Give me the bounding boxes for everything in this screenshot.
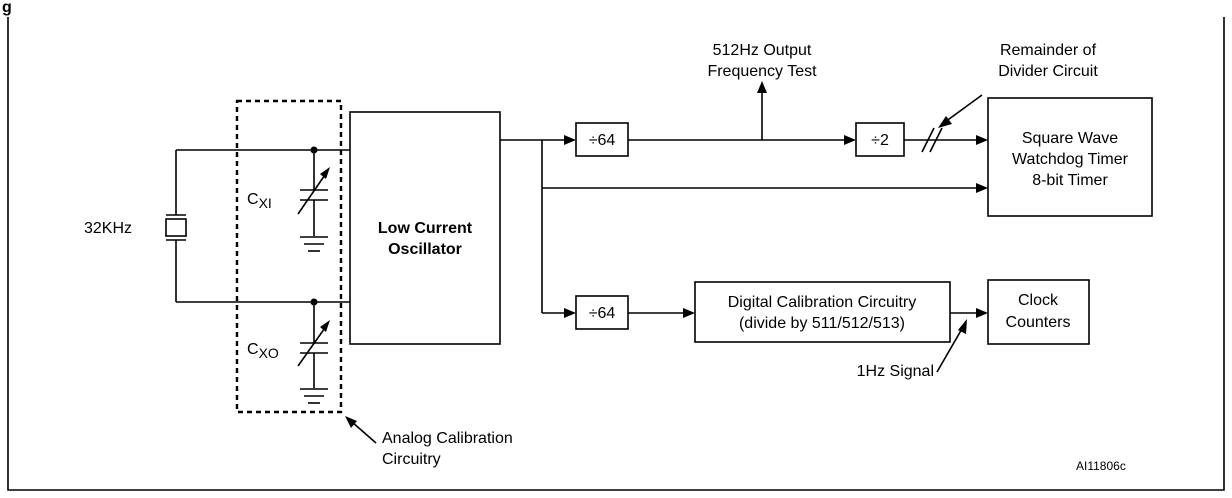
oscillator-label-line2: Oscillator [388,241,462,258]
divider-64-bottom-label: ÷64 [589,305,616,322]
square-wave-label-line3: 8-bit Timer [1032,172,1108,189]
arrow-clock-counters [976,308,988,318]
divider-64-top [575,122,629,157]
capacitor-cxo [297,302,330,388]
arrow-div64-bottom [564,308,576,318]
ground-icon-cxi [300,236,328,252]
figure-frame [7,17,1225,491]
oscillator-block [349,111,501,345]
arrow-remainder-head [938,116,952,128]
arrow-square-wave-top [976,135,988,145]
arrow-1hz-head [958,319,967,334]
figure-id: AI11806c [1076,459,1126,473]
oscillator-label-line1: Low Current [378,220,473,237]
arrow-remainder-line [944,94,983,123]
arrow-1hz-line [936,326,964,373]
arrow-div2 [844,135,856,145]
divider-2 [855,122,905,157]
digital-cal-label-line2: (divide by 511/512/513) [739,315,905,332]
figure-title-fragment: g [2,0,12,16]
cap-xo-label: CXO [247,341,279,361]
ground-icon-cxo [300,388,328,404]
clock-counters-label-line2: Counters [1006,314,1071,331]
divider-64-bottom [575,295,629,330]
output-test-label-line2: Frequency Test [707,63,817,80]
square-wave-label-line2: Watchdog Timer [1012,151,1129,168]
digital-cal-label-line1: Digital Calibration Circuitry [728,294,917,311]
clock-counters-label-line1: Clock [1018,292,1059,309]
arrow-digital-cal [683,308,695,318]
square-wave-label-line1: Square Wave [1022,130,1118,147]
analog-cal-label-line1: Analog Calibration [382,430,513,447]
capacitor-cxi [297,150,330,236]
slash-mark-1 [921,127,935,153]
one-hz-label: 1Hz Signal [857,363,934,380]
output-test-label-line1: 512Hz Output [713,42,812,59]
clock-counters-block [987,279,1090,345]
slash-mark-2 [929,127,943,153]
divider-64-top-label: ÷64 [589,132,616,149]
remainder-label-line1: Remainder of [1000,42,1097,59]
digital-calibration-block [694,281,951,343]
crystal-32khz [165,150,187,302]
arrow-analog-cal-line [351,421,377,444]
arrow-analog-cal-head [345,416,357,428]
arrow-512hz-test [757,81,767,93]
crystal-label: 32KHz [84,220,132,237]
arrow-div64-top [564,135,576,145]
analog-calibration-box [235,99,343,414]
cap-xi-label: CXI [247,191,272,211]
remainder-label-line2: Divider Circuit [998,63,1098,80]
analog-cal-label-line2: Circuitry [382,451,441,468]
square-wave-block [987,97,1153,217]
divider-2-label: ÷2 [871,132,889,149]
arrow-square-wave-mid [976,183,988,193]
